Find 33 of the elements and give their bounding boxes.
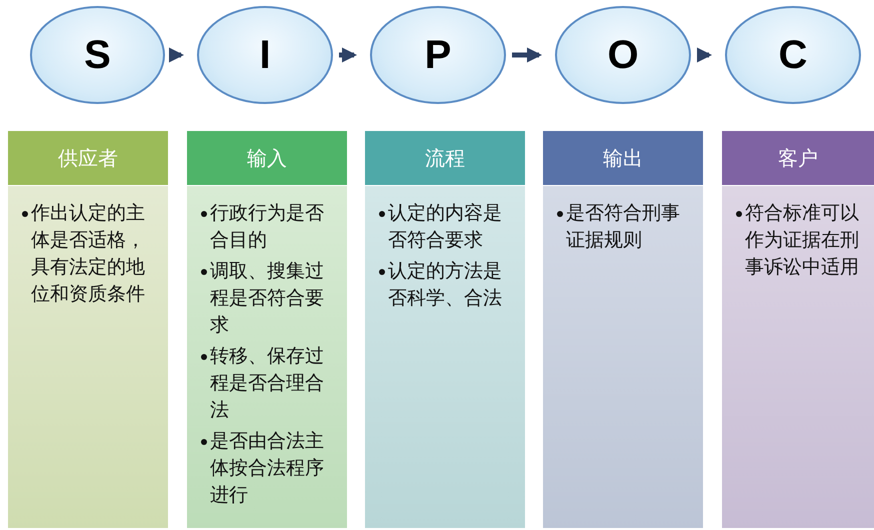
stage-letter: O [607, 32, 639, 78]
bullet-text: 符合标准可以作为证据在刑事诉讼中适用 [745, 201, 860, 280]
bullet-text: 认定的内容是否符合要求 [388, 201, 503, 253]
bullet-text: 是否符合刑事证据规则 [566, 201, 681, 253]
stage-letter: S [84, 32, 111, 78]
content-panel [365, 186, 525, 528]
content-panel [543, 186, 703, 528]
content-panel [187, 186, 347, 528]
bullet-text: 认定的方法是否科学、合法 [388, 259, 503, 311]
stage-letter: C [778, 32, 808, 78]
header-text: 客户 [778, 144, 818, 172]
header-text: 流程 [425, 144, 465, 172]
column-header [365, 131, 525, 185]
arrow [512, 48, 542, 62]
stage-letter: P [424, 32, 452, 78]
bullet-text: 是否由合法主体按合法程序进行 [210, 429, 325, 508]
header-text: 输入 [247, 144, 287, 172]
column-header [722, 131, 874, 185]
header-text: 输出 [603, 144, 643, 172]
bullet-text: 调取、搜集过程是否符合要求 [210, 259, 325, 338]
bullet-text: 作出认定的主体是否适格，具有法定的地位和资质条件 [31, 201, 146, 307]
stage-letter: I [259, 32, 271, 78]
arrow [697, 48, 712, 62]
column-header [543, 131, 703, 185]
bullet-text: 转移、保存过程是否合理合法 [210, 344, 325, 423]
arrow [339, 48, 357, 62]
column-header [8, 131, 168, 185]
arrow [169, 48, 184, 62]
header-text: 供应者 [58, 144, 118, 172]
bullet-text: 行政行为是否合目的 [210, 201, 325, 253]
content-panel [8, 186, 168, 528]
content-panel [722, 186, 874, 528]
column-header [187, 131, 347, 185]
